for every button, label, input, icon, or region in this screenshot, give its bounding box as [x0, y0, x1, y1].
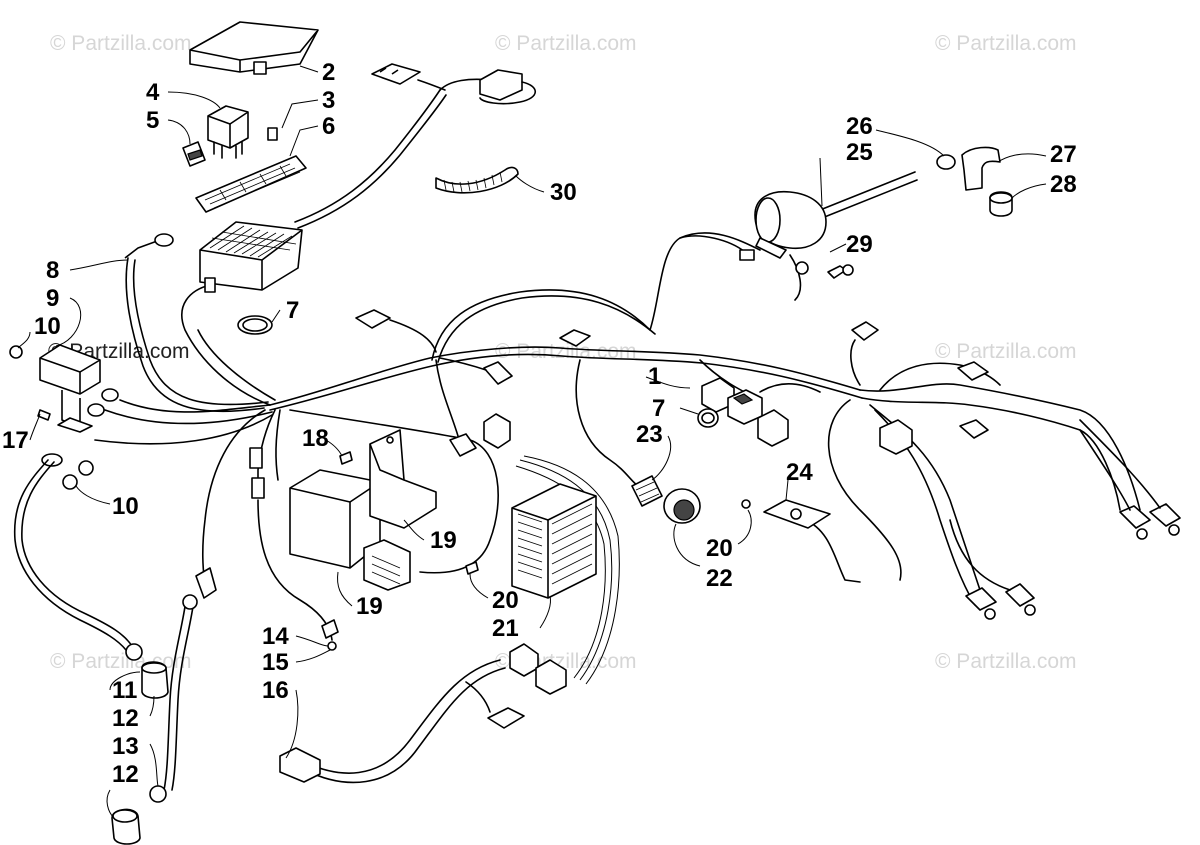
watermark-bottom-left: © Partzilla.com: [50, 650, 192, 673]
connector-mid-upper: [559, 321, 989, 381]
callout-12-lower: 12: [112, 761, 139, 788]
watermark-top-left: © Partzilla.com: [50, 32, 192, 55]
bulb-sockets-right: [949, 419, 1181, 620]
solenoid-nuts-lower: [41, 453, 94, 490]
callout-18: 19: [430, 527, 457, 554]
switch-housing: [631, 475, 663, 507]
connector-lower-pair: [465, 643, 567, 729]
ignition-coil: [754, 190, 827, 259]
terminal-cover-lower: [111, 808, 141, 845]
callout-16: 16: [262, 677, 289, 704]
callout-15: 15: [262, 649, 289, 676]
main-harness-wires: [94, 78, 1141, 784]
callout-26: 26: [846, 113, 873, 140]
watermark-bottom-right: © Partzilla.com: [935, 650, 1077, 673]
connector-right-cluster: [879, 419, 989, 455]
spark-plug-cap-parts: [936, 146, 1013, 217]
callout-9: 9: [46, 285, 59, 312]
solenoid-nut-upper: [9, 345, 23, 359]
callout-6: 6: [322, 113, 335, 140]
callout-labels: 2 3 4 5 6 7 8 9 10 10 17 18 11 12 13 12 …: [2, 59, 1077, 788]
callout-20-regulator: 20: [492, 587, 519, 614]
wire-conduit: [435, 166, 519, 194]
callout-30: 30: [550, 179, 577, 206]
connector-cluster-center: [701, 377, 821, 447]
fuse-decal: [195, 155, 307, 213]
relay: [207, 105, 249, 159]
callout-2: 2: [322, 59, 335, 86]
callout-19-bracket: 18: [302, 425, 329, 452]
callout-23: 23: [636, 421, 663, 448]
callout-22: 22: [706, 565, 733, 592]
connector-top-left: [371, 63, 421, 85]
callout-4: 4: [146, 79, 160, 106]
callout-14: 14: [262, 623, 289, 650]
fuse-small: [267, 127, 278, 141]
connector-mid-left: [355, 309, 513, 457]
callout-1: 1: [648, 363, 661, 390]
watermark-top-center: © Partzilla.com: [495, 32, 637, 55]
callout-17: 19: [356, 593, 383, 620]
callout-21: 21: [492, 615, 519, 642]
callout-10-lower: 10: [112, 493, 139, 520]
rocker-switch: [663, 488, 701, 524]
callout-29: 29: [846, 231, 873, 258]
mounting-plate: [741, 499, 831, 529]
callout-8: 8: [46, 257, 59, 284]
watermark-top-right: © Partzilla.com: [935, 32, 1077, 55]
battery-cable-negative: [13, 459, 143, 661]
regulator-screw: [465, 561, 479, 575]
callout-13: 13: [112, 733, 139, 760]
connector-harness-14: [249, 447, 339, 651]
callout-10-upper: 10: [34, 313, 61, 340]
connector-top-right: [479, 69, 537, 105]
callout-5: 5: [146, 107, 159, 134]
callout-20-plate: 20: [706, 535, 733, 562]
bracket-screw: [339, 451, 353, 465]
starter-solenoid: [39, 344, 119, 433]
callout-28: 28: [1050, 171, 1077, 198]
watermark-mid-center: © Partzilla.com: [495, 340, 637, 363]
connector-lower-left: [279, 747, 321, 783]
clamp-right: [697, 408, 719, 428]
terminal-cover-upper: [141, 661, 169, 699]
coil-connector: [739, 249, 755, 261]
callout-27: 27: [1050, 141, 1077, 168]
fuse-block: [199, 221, 303, 293]
callout-24: 24: [786, 459, 813, 486]
solenoid-bolt: [37, 409, 51, 421]
cdi-bracket: [369, 429, 437, 529]
callout-3: 3: [322, 87, 335, 114]
ring-terminal-upper: [124, 233, 174, 259]
fuse-block-grid: [209, 225, 297, 258]
callout-11: 11: [112, 677, 137, 704]
callout-12-upper: 12: [112, 705, 139, 732]
callout-25: 25: [846, 139, 873, 166]
fuse-box-cover: [189, 21, 319, 75]
voltage-regulator: [511, 483, 597, 599]
coil-screw: [795, 261, 854, 279]
battery-cable-positive: [149, 567, 217, 803]
fuse-large: [182, 141, 206, 167]
leader-lines: [17, 65, 1047, 819]
callout-7-right: 7: [652, 395, 665, 422]
watermark-mid-right: © Partzilla.com: [935, 340, 1077, 363]
callout-7-upper: 7: [286, 297, 299, 324]
clamp-upper: [237, 315, 273, 335]
connector-regulator-top: [483, 413, 511, 449]
callout-19-left: 17: [2, 427, 29, 454]
